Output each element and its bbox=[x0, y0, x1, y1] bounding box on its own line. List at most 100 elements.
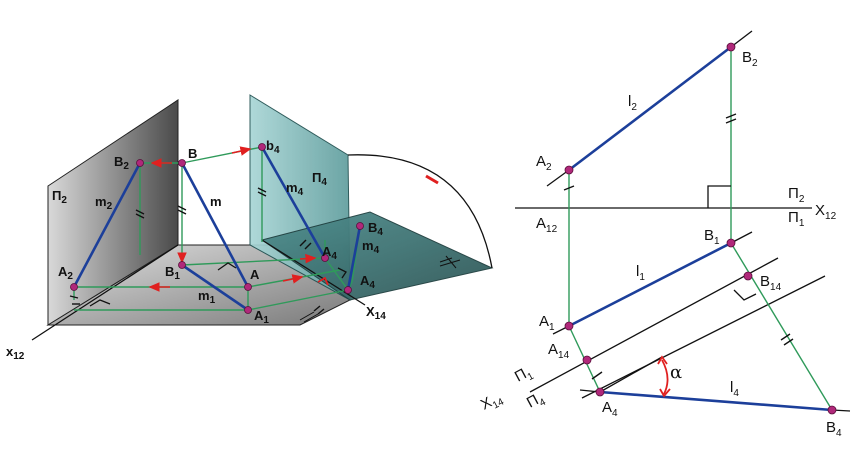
alpha-arrow-bottom bbox=[659, 388, 671, 398]
point-A4-b bbox=[344, 286, 352, 294]
label-pi4-right: Π4 bbox=[524, 389, 548, 415]
label-m4-right: m4 bbox=[362, 238, 380, 256]
right-angle-mark-x14 bbox=[337, 267, 347, 279]
pi5-symbol bbox=[439, 255, 461, 269]
label-x12-right: X12 bbox=[815, 202, 837, 222]
label-A4-a: A4 bbox=[322, 244, 337, 262]
tick-B2-right-1 bbox=[725, 113, 737, 119]
point-A4-right bbox=[595, 387, 605, 397]
line-m4-top bbox=[260, 146, 327, 259]
line-l4 bbox=[599, 390, 833, 412]
point-B2 bbox=[136, 159, 144, 167]
tick-Bb bbox=[177, 209, 187, 215]
line-l2 bbox=[568, 45, 732, 172]
label-B-left: B bbox=[188, 146, 197, 161]
label-m4-top: m4 bbox=[286, 180, 304, 198]
label-A14-right: A14 bbox=[548, 341, 570, 361]
label-B1-right: B1 bbox=[704, 227, 720, 247]
point-A1-right bbox=[564, 321, 574, 331]
label-pi2-right: Π2 bbox=[788, 185, 805, 205]
point-B4 bbox=[356, 222, 364, 230]
label-m2: m2 bbox=[95, 194, 113, 212]
label-A4-right: A4 bbox=[602, 399, 618, 419]
label-m: m bbox=[210, 194, 222, 209]
line-m1 bbox=[181, 263, 249, 312]
tick-b4b bbox=[257, 191, 267, 197]
label-B2-right: B2 bbox=[742, 49, 758, 69]
label-pi2-left: Π2 bbox=[52, 188, 67, 206]
point-B14-right bbox=[743, 271, 753, 281]
label-A2-right: A2 bbox=[536, 153, 552, 173]
point-A4-a bbox=[321, 254, 329, 262]
point-B1 bbox=[178, 261, 186, 269]
right-angle-B12 bbox=[707, 185, 731, 208]
tick-B bbox=[177, 205, 187, 211]
tick-A14-right bbox=[591, 371, 603, 380]
axis-x14-line bbox=[261, 239, 366, 306]
pi1-symbol-left bbox=[299, 311, 319, 323]
label-pi1-right: Π1 bbox=[788, 209, 805, 229]
right-angle-red bbox=[317, 276, 329, 286]
arrow-A-A4 bbox=[282, 274, 304, 284]
label-B4-left: B4 bbox=[368, 220, 383, 238]
label-pi1b-right: Π1 bbox=[512, 363, 536, 389]
label-B1-left: B1 bbox=[165, 264, 180, 282]
label-A1-right: A1 bbox=[539, 313, 555, 333]
alpha-arrow-top bbox=[657, 355, 668, 365]
right-angle-mark-base bbox=[89, 299, 111, 307]
right-epure: B2 A2 l2 Π2 Π1 X12 A12 B1 l1 B14 A1 A14 … bbox=[478, 30, 851, 439]
angle-ref-line bbox=[599, 356, 663, 393]
line-parallel-x14 bbox=[581, 275, 826, 399]
point-A2 bbox=[70, 283, 78, 291]
label-alpha: α bbox=[670, 362, 682, 383]
label-x14-left: X14 bbox=[366, 304, 386, 322]
proj-B1-B4-right bbox=[730, 242, 833, 411]
ext-l2-high bbox=[730, 30, 753, 48]
rotation-arc bbox=[347, 154, 493, 269]
label-x12-left: x12 bbox=[6, 344, 25, 362]
label-l2: l2 bbox=[628, 93, 637, 113]
label-B14-right: B14 bbox=[760, 273, 782, 293]
tick-x14-1 bbox=[299, 239, 307, 247]
point-B2-right bbox=[726, 42, 736, 52]
point-A1 bbox=[244, 306, 252, 314]
tick-x14-2 bbox=[304, 242, 312, 250]
axis-x14-right bbox=[529, 257, 779, 393]
proj-x14-mark bbox=[324, 257, 349, 291]
tick-A2 bbox=[69, 295, 79, 299]
right-angle-B14 bbox=[733, 289, 757, 301]
label-b4-left: b4 bbox=[266, 138, 280, 156]
label-A1-left: A1 bbox=[254, 308, 269, 326]
arc-arrow bbox=[425, 174, 439, 185]
tick-b4 bbox=[257, 187, 267, 193]
label-l1: l1 bbox=[636, 263, 645, 283]
label-m1: m1 bbox=[198, 288, 216, 306]
right-angle-mark-A bbox=[217, 262, 237, 271]
line-l1 bbox=[568, 241, 732, 328]
label-A2-left: A2 bbox=[58, 264, 73, 282]
tick-A2-right bbox=[563, 185, 575, 191]
point-B bbox=[178, 159, 186, 167]
point-b4 bbox=[258, 143, 266, 151]
tick-B14-right-1 bbox=[780, 333, 791, 341]
label-pi4-left: Π4 bbox=[312, 170, 327, 188]
point-A2-right bbox=[564, 165, 574, 175]
tick-B2-right-2 bbox=[725, 118, 737, 124]
label-B4-right: B4 bbox=[826, 419, 842, 439]
arrow-B-b4 bbox=[231, 146, 252, 156]
tick-x14-4 bbox=[317, 308, 325, 315]
point-B1-right bbox=[726, 238, 736, 248]
tick-B14-right-2 bbox=[783, 338, 794, 346]
line-m2 bbox=[72, 162, 142, 288]
tick-B2 bbox=[135, 209, 145, 215]
line-m bbox=[180, 162, 250, 288]
label-B2-left: B2 bbox=[114, 154, 129, 172]
ext-l2-low bbox=[546, 169, 570, 187]
label-A4-b: A4 bbox=[360, 273, 375, 291]
proj-A1-x14 bbox=[247, 289, 349, 311]
point-B4-right bbox=[827, 405, 837, 415]
label-l4: l4 bbox=[730, 379, 739, 399]
axis-x12-line bbox=[31, 244, 179, 341]
